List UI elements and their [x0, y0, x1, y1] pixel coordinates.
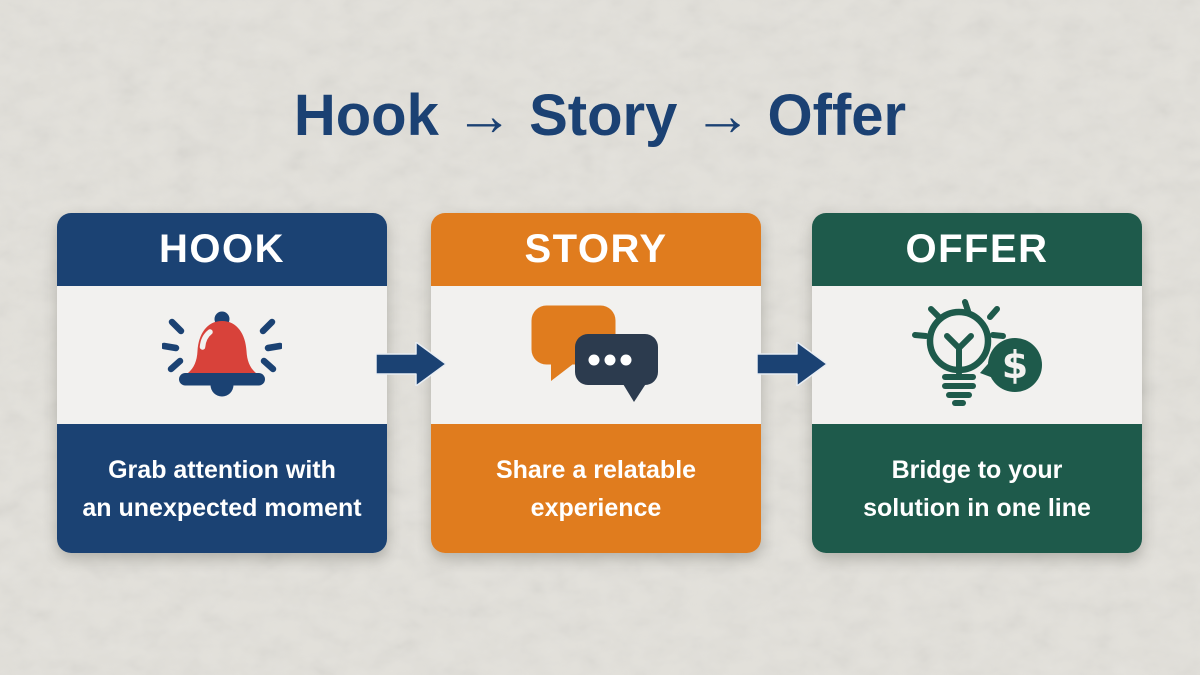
lightbulb-dollar-icon: $ [912, 299, 1042, 406]
card-hook: HOOK Grab attention with [57, 213, 387, 553]
description-line: an unexpected moment [82, 493, 362, 522]
page-title: Hook → Story → Offer [293, 83, 907, 148]
card-offer-icon-band: $ [812, 286, 1142, 424]
description-line: Bridge to your [891, 455, 1063, 484]
card-story-description: Share a relatable experience [431, 424, 761, 553]
card-story-heading: STORY [524, 227, 668, 271]
card-hook-header: HOOK [57, 213, 387, 286]
arrow-right-icon [376, 342, 446, 386]
card-offer-description: Bridge to your solution in one line [812, 424, 1142, 553]
card-hook-description: Grab attention with an unexpected moment [57, 424, 387, 553]
chat-bubbles-icon [531, 305, 658, 402]
card-story-header: STORY [431, 213, 761, 286]
card-offer: OFFER $ [812, 213, 1142, 553]
card-hook-icon-band [57, 286, 387, 424]
card-hook-heading: HOOK [159, 227, 285, 271]
dollar-sign-glyph: $ [1002, 343, 1028, 387]
description-line: Grab attention with [108, 455, 336, 484]
card-offer-header: OFFER [812, 213, 1142, 286]
card-story: STORY Share a relatable experience [431, 213, 761, 553]
description-line: Share a relatable [495, 455, 697, 484]
alarm-bell-icon [162, 311, 282, 397]
card-story-icon-band [431, 286, 761, 424]
description-line: solution in one line [863, 493, 1091, 522]
arrow-right-icon [757, 342, 827, 386]
card-offer-heading: OFFER [905, 227, 1049, 271]
description-line: experience [530, 493, 662, 522]
